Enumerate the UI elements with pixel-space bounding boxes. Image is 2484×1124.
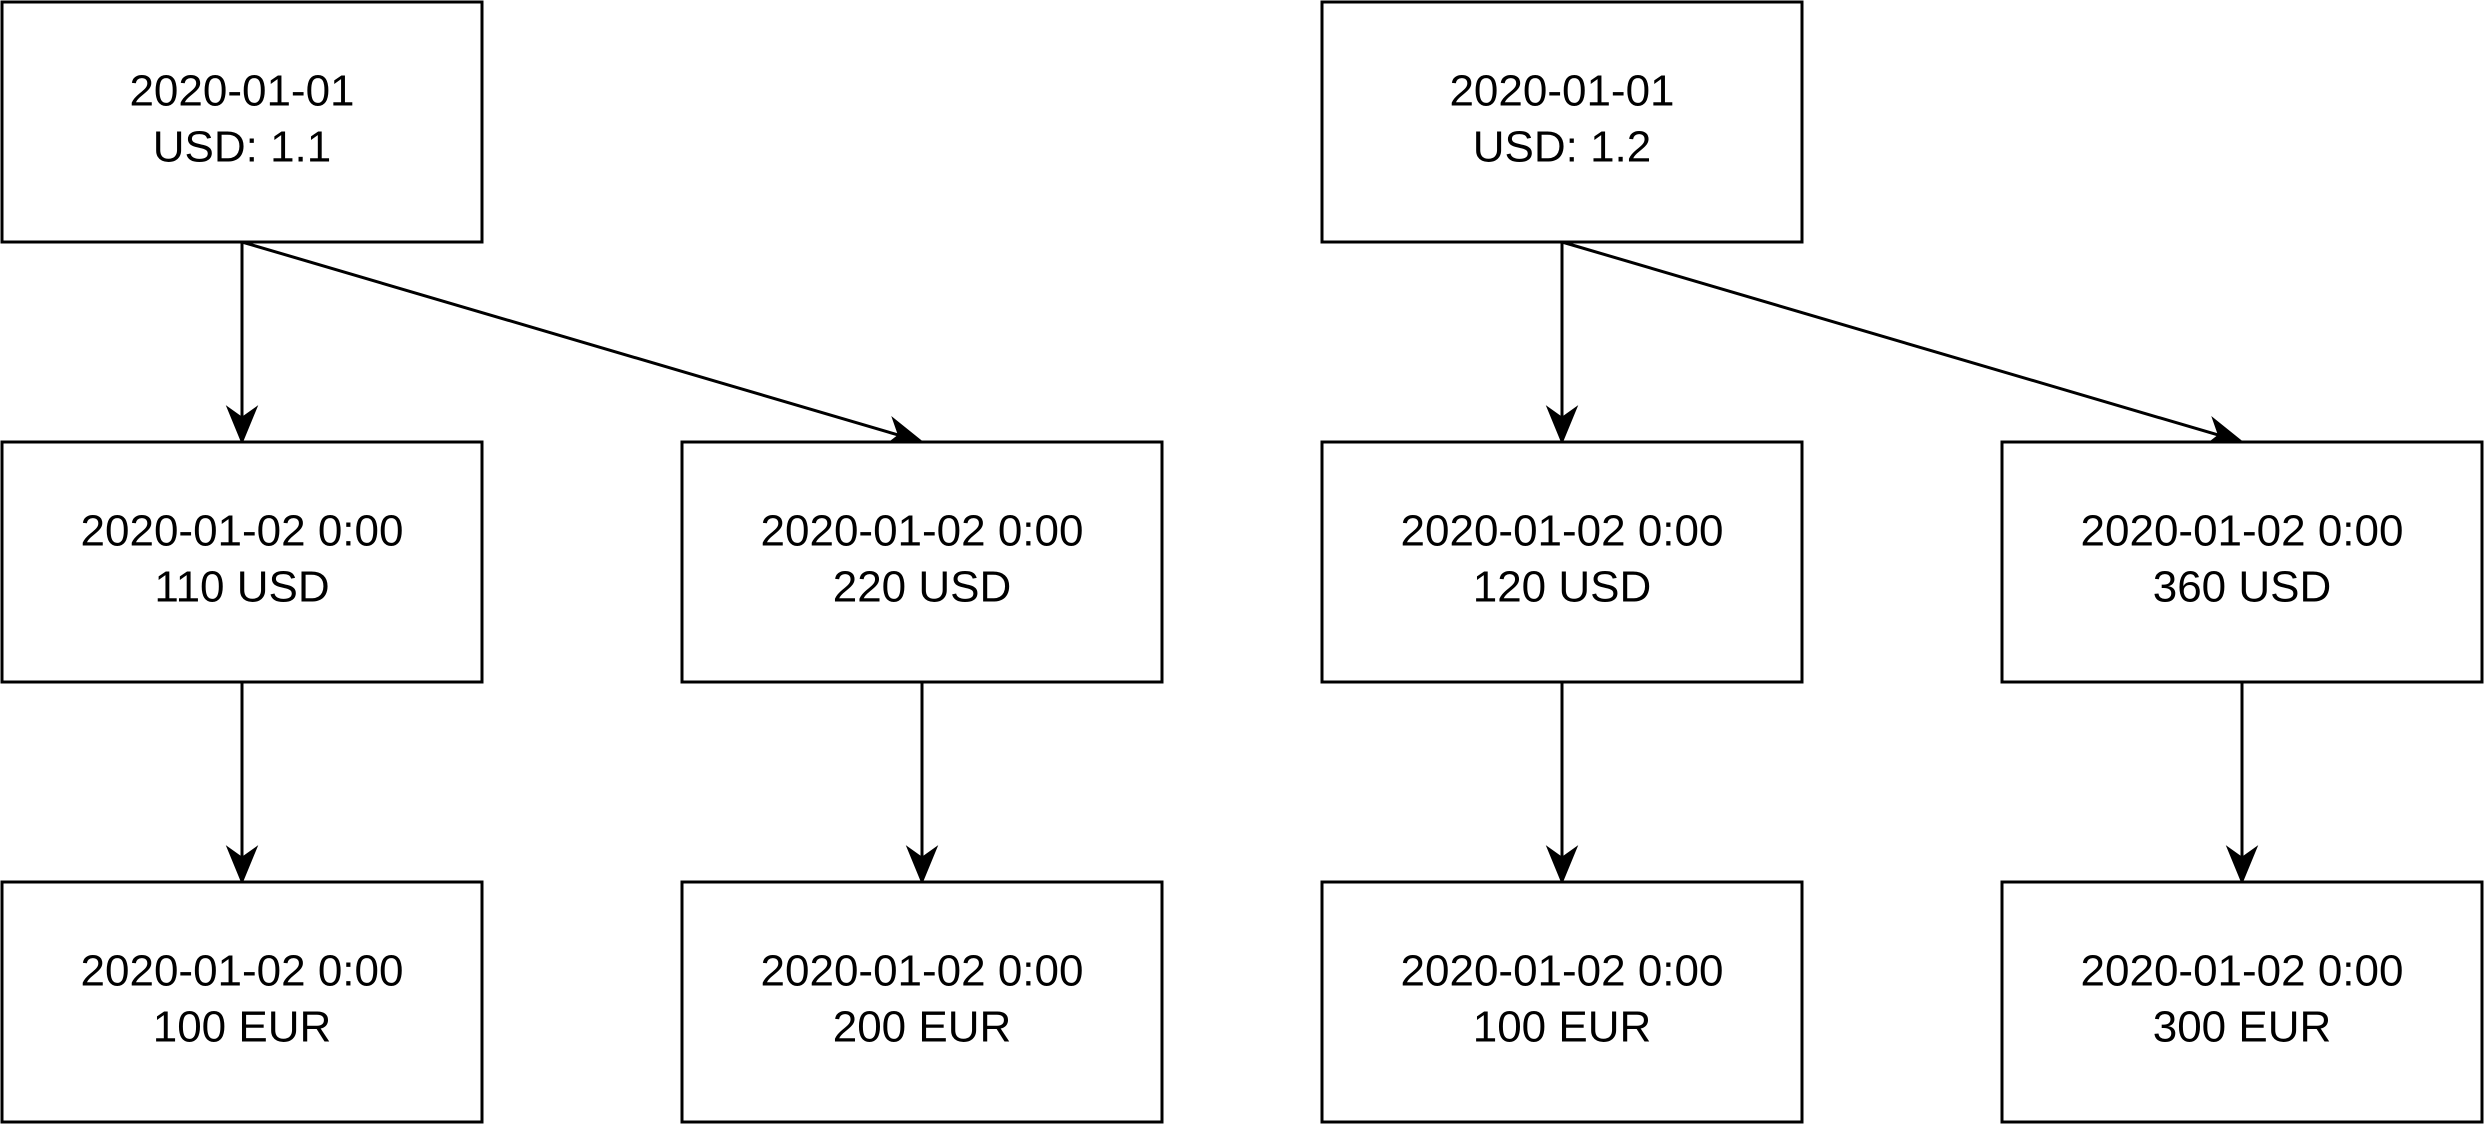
diagram-arrow (1561, 240, 2245, 448)
diagram-arrow (241, 240, 925, 448)
node-date-label: 2020-01-02 0:00 (761, 947, 1084, 996)
node-date-label: 2020-01-02 0:00 (1401, 947, 1724, 996)
arrow-line (241, 240, 900, 437)
diagram-arrow (1545, 242, 1579, 445)
diagram-node: 2020-01-02 0:00 360 USD (2000, 440, 2484, 684)
diagram-node: 2020-01-02 0:00 120 USD (1320, 440, 1804, 684)
node-box (2000, 880, 2484, 1124)
edges-layer (225, 240, 2259, 885)
arrow-head-icon (225, 405, 259, 445)
node-box (1320, 880, 1804, 1124)
diagram-node: 2020-01-02 0:00 100 EUR (0, 880, 484, 1124)
arrow-head-icon (1545, 405, 1579, 445)
diagram-arrow (225, 682, 259, 885)
node-date-label: 2020-01-02 0:00 (81, 507, 404, 556)
diagram-node: 2020-01-02 0:00 100 EUR (1320, 880, 1804, 1124)
node-box (680, 440, 1164, 684)
node-date-label: 2020-01-02 0:00 (81, 947, 404, 996)
node-box (1320, 440, 1804, 684)
node-date-label: 2020-01-02 0:00 (2081, 507, 2404, 556)
node-date-label: 2020-01-02 0:00 (2081, 947, 2404, 996)
node-box (1320, 0, 1804, 244)
node-box (0, 880, 484, 1124)
arrow-head-icon (2225, 845, 2259, 885)
arrow-head-icon (905, 845, 939, 885)
node-value-label: 120 USD (1473, 563, 1652, 612)
diagram-arrow (225, 242, 259, 445)
node-value-label: 110 USD (154, 563, 329, 612)
arrow-head-icon (1545, 845, 1579, 885)
diagram-arrow (905, 682, 939, 885)
node-date-label: 2020-01-01 (1449, 67, 1674, 116)
diagram-arrow (1545, 682, 1579, 885)
diagram-node: 2020-01-02 0:00 300 EUR (2000, 880, 2484, 1124)
arrow-head-icon (225, 845, 259, 885)
node-value-label: 200 EUR (833, 1003, 1012, 1052)
node-date-label: 2020-01-02 0:00 (761, 507, 1084, 556)
node-box (0, 0, 484, 244)
node-value-label: 300 EUR (2153, 1003, 2332, 1052)
node-value-label: USD: 1.2 (1473, 123, 1652, 172)
arrow-line (1561, 240, 2220, 437)
node-value-label: 360 USD (2153, 563, 2332, 612)
node-value-label: 100 EUR (1473, 1003, 1652, 1052)
node-value-label: 220 USD (833, 563, 1012, 612)
node-box (0, 440, 484, 684)
diagram-arrow (2225, 682, 2259, 885)
node-date-label: 2020-01-01 (129, 67, 354, 116)
node-box (2000, 440, 2484, 684)
node-value-label: USD: 1.1 (153, 123, 332, 172)
diagram-node: 2020-01-02 0:00 110 USD (0, 440, 484, 684)
diagram-node: 2020-01-02 0:00 200 EUR (680, 880, 1164, 1124)
node-box (680, 880, 1164, 1124)
node-date-label: 2020-01-02 0:00 (1401, 507, 1724, 556)
diagram-node: 2020-01-02 0:00 220 USD (680, 440, 1164, 684)
node-value-label: 100 EUR (153, 1003, 332, 1052)
